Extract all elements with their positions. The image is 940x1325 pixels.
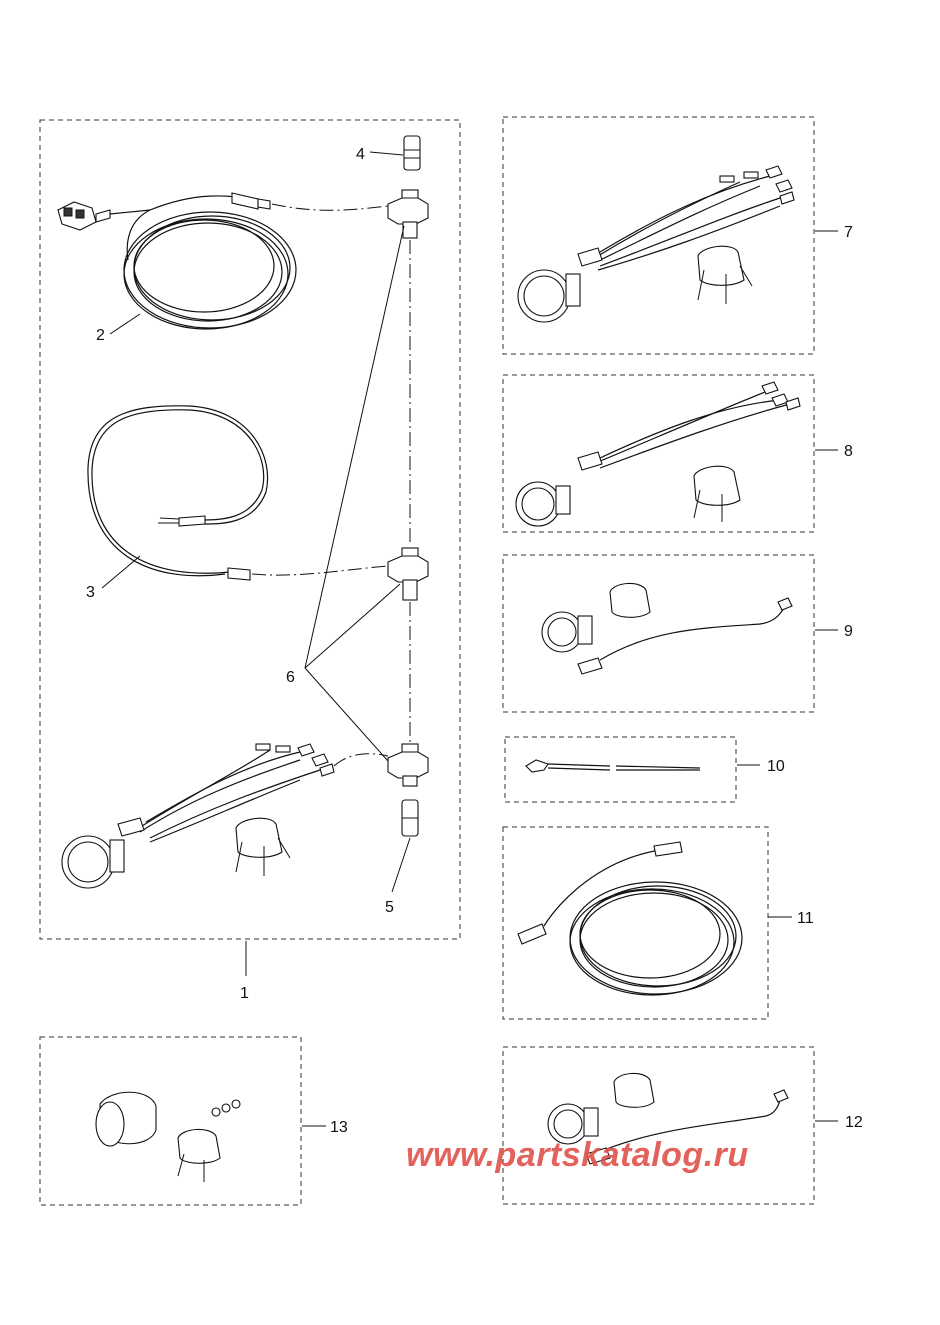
t-connector-top[interactable] — [387, 189, 429, 239]
callout-2: 2 — [96, 327, 105, 344]
callout-1: 1 — [240, 985, 249, 1002]
callout-5: 5 — [385, 899, 394, 916]
kit-box-11 — [502, 826, 769, 1020]
watermark: www.partskatalog.ru — [406, 1136, 749, 1174]
callout-4: 4 — [356, 146, 365, 163]
part-4-terminator[interactable] — [403, 135, 421, 171]
t-connector-middle[interactable] — [387, 547, 429, 601]
part-12-gauge-harness[interactable] — [547, 1072, 789, 1165]
kit-box-7 — [502, 116, 815, 355]
gauge-harness-group1[interactable] — [61, 743, 335, 889]
callout-11: 11 — [797, 910, 814, 927]
part-5-terminator[interactable] — [401, 799, 419, 837]
callout-8: 8 — [844, 443, 853, 460]
kit-box-8 — [502, 374, 815, 533]
part-10-cable-tie[interactable] — [525, 759, 701, 773]
callout-3: 3 — [86, 584, 95, 601]
kit-box-1 — [39, 119, 461, 940]
callout-6: 6 — [286, 669, 295, 686]
callout-12: 12 — [845, 1114, 863, 1131]
kit-box-10 — [504, 736, 737, 803]
callout-10: 10 — [767, 758, 785, 775]
part-11-extension-cable[interactable] — [517, 841, 743, 996]
part-3-cable-open-leads[interactable] — [87, 405, 269, 581]
part-13-gauge-kit[interactable] — [95, 1091, 241, 1182]
gauge-bracket-group1[interactable] — [235, 817, 291, 876]
callout-13: 13 — [330, 1119, 348, 1136]
part-2-coiled-cable[interactable] — [57, 192, 297, 330]
part-9-gauge-harness[interactable] — [541, 582, 793, 675]
t-connector-bottom[interactable] — [387, 743, 429, 787]
kit-box-9 — [502, 554, 815, 713]
part-8-gauge-harness[interactable] — [515, 381, 801, 527]
callout-9: 9 — [844, 623, 853, 640]
part-7-gauge-harness[interactable] — [517, 165, 795, 323]
kit-box-13 — [39, 1036, 302, 1206]
kit-box-12 — [502, 1046, 815, 1205]
callout-7: 7 — [844, 224, 853, 241]
